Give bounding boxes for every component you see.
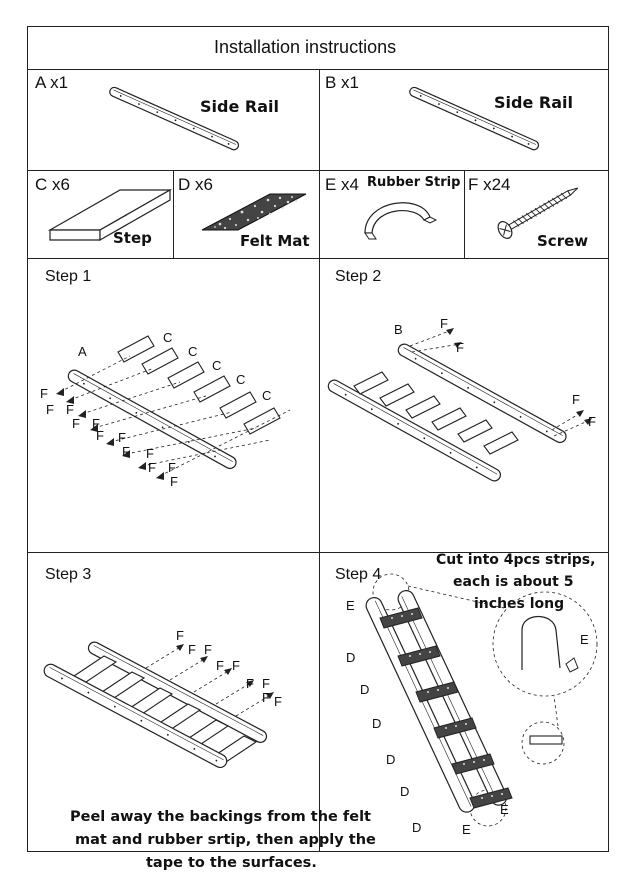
callout-c: C — [236, 372, 245, 387]
step-3-heading: Step 3 — [45, 566, 92, 583]
part-f-quantity: F x24 — [468, 175, 511, 194]
callout-d: D — [400, 784, 409, 799]
callout-f: F — [46, 402, 54, 417]
callout-f: F — [168, 460, 176, 475]
part-d-name: Felt Mat — [240, 232, 310, 250]
callout-a: A — [78, 344, 87, 359]
step-1-diagram: A C C C C C F F F F F F F F F F F F — [40, 330, 291, 489]
callout-f: F — [118, 430, 126, 445]
callout-b: B — [394, 322, 403, 337]
cut-note-line-1: Cut into 4pcs strips, — [436, 552, 596, 568]
callout-f: F — [66, 402, 74, 417]
callout-f: F — [92, 416, 100, 431]
step-2-heading: Step 2 — [335, 268, 382, 285]
callout-f: F — [170, 474, 178, 489]
callout-f: F — [262, 676, 270, 691]
callout-f: F — [232, 658, 240, 673]
part-f-name: Screw — [537, 232, 589, 250]
divider — [27, 170, 609, 171]
part-c-quantity: C x6 — [35, 175, 70, 194]
callout-f: F — [572, 392, 580, 407]
callout-f: F — [262, 690, 270, 705]
instruction-line-2: mat and rubber srtip, then apply the — [75, 832, 376, 848]
callout-e: E — [462, 822, 471, 837]
part-b-quantity: B x1 — [325, 73, 360, 92]
divider — [27, 258, 609, 259]
callout-f: F — [440, 316, 448, 331]
callout-f: F — [176, 628, 184, 643]
callout-f: F — [72, 416, 80, 431]
instruction-sheet-frame — [27, 26, 609, 852]
divider — [464, 170, 465, 258]
callout-d: D — [372, 716, 381, 731]
callout-f: F — [40, 386, 48, 401]
step-board-illustration — [47, 188, 173, 242]
part-d-quantity: D x6 — [178, 175, 213, 194]
callout-f: F — [148, 460, 156, 475]
callout-f: F — [588, 414, 596, 429]
callout-e: E — [500, 802, 509, 817]
side-rail-a-illustration — [109, 86, 240, 151]
step-2-diagram: B F F F F — [327, 316, 596, 482]
divider — [173, 170, 174, 258]
callout-c: C — [262, 388, 271, 403]
cut-note-line-3: inches long — [474, 596, 565, 612]
callout-e: E — [346, 598, 355, 613]
rubber-strip-illustration — [364, 202, 438, 240]
instruction-line-1: Peel away the backings from the felt — [70, 809, 371, 825]
part-e-name: Rubber Strip — [367, 175, 461, 190]
callout-d: D — [360, 682, 369, 697]
callout-f: F — [274, 694, 282, 709]
cut-note-line-2: each is about 5 — [453, 574, 574, 590]
part-a-quantity: A x1 — [35, 73, 69, 92]
screw-illustration — [497, 187, 579, 239]
callout-f: F — [188, 642, 196, 657]
part-a-name: Side Rail — [200, 97, 279, 116]
callout-c: C — [212, 358, 221, 373]
step-4-heading: Step 4 — [335, 566, 382, 583]
callout-f: F — [146, 446, 154, 461]
callout-c: C — [163, 330, 172, 345]
part-c-name: Step — [113, 229, 152, 247]
callout-d: D — [412, 820, 421, 835]
part-b-name: Side Rail — [494, 93, 573, 112]
callout-d: D — [386, 752, 395, 767]
callout-f: F — [122, 444, 130, 459]
callout-e: E — [580, 632, 589, 647]
callout-f: F — [456, 340, 464, 355]
step-3-diagram: F F F F F F F F F — [43, 628, 282, 769]
step-4-diagram: E E D D D D D D E E — [346, 573, 598, 837]
callout-c: C — [188, 344, 197, 359]
callout-f: F — [204, 642, 212, 657]
divider — [319, 69, 320, 852]
instruction-line-3: tape to the surfaces. — [146, 855, 317, 871]
callout-d: D — [346, 650, 355, 665]
callout-f: F — [96, 428, 104, 443]
page-title: Installation instructions — [214, 37, 397, 57]
callout-f: F — [246, 676, 254, 691]
callout-f: F — [216, 658, 224, 673]
side-rail-b-illustration — [409, 86, 540, 151]
divider — [27, 552, 609, 553]
divider — [27, 69, 609, 70]
part-e-quantity: E x4 — [325, 175, 360, 194]
step-1-heading: Step 1 — [45, 268, 92, 285]
felt-mat-illustration — [201, 193, 307, 231]
